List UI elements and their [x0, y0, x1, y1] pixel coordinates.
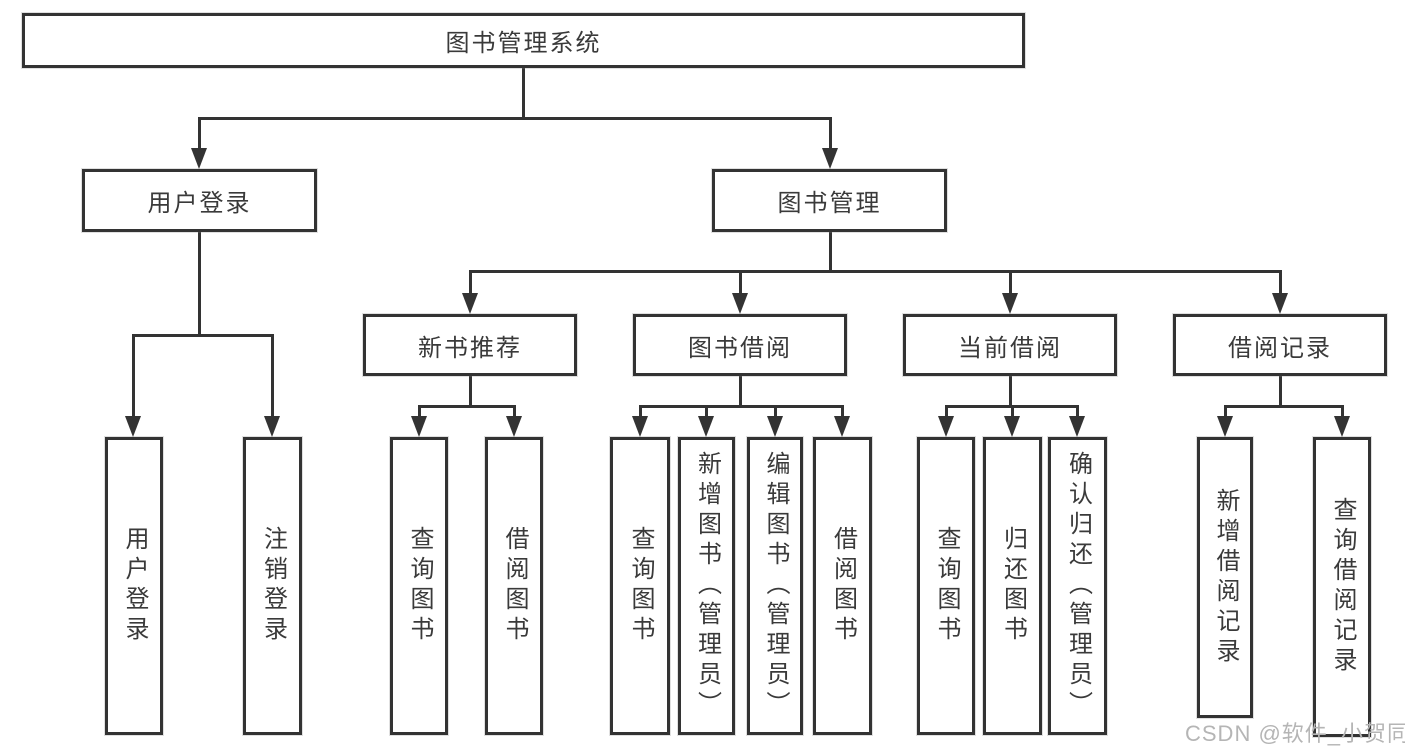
- connector-line: [773, 406, 777, 419]
- connector-line: [1278, 271, 1282, 296]
- connector-line: [704, 406, 708, 419]
- tree-node-leaf-query-books-rec: 查询图书: [390, 437, 448, 735]
- connector-line: [417, 404, 516, 408]
- arrowhead-down-icon: [938, 416, 954, 437]
- connector-line: [1010, 406, 1014, 419]
- tree-node-leaf-borrow-books-borrow: 借阅图书: [813, 437, 872, 735]
- tree-node-user-login: 用户登录: [82, 169, 317, 232]
- connector-line: [1223, 406, 1227, 419]
- connector-line: [468, 269, 1282, 273]
- tree-node-leaf-return-books: 归还图书: [983, 437, 1042, 735]
- connector-line: [197, 116, 832, 120]
- tree-node-leaf-confirm-return-admin: 确认归还（管理员）: [1048, 437, 1107, 735]
- tree-node-leaf-query-books-current: 查询图书: [917, 437, 975, 735]
- connector-line: [131, 335, 135, 419]
- connector-line: [1278, 376, 1282, 407]
- connector-line: [944, 404, 1079, 408]
- connector-line: [270, 335, 274, 419]
- arrowhead-down-icon: [822, 148, 838, 169]
- connector-line: [738, 376, 742, 407]
- connector-line: [944, 406, 948, 419]
- arrowhead-down-icon: [1217, 416, 1233, 437]
- tree-node-leaf-query-borrow-record: 查询借阅记录: [1313, 437, 1371, 737]
- connector-line: [840, 406, 844, 419]
- arrowhead-down-icon: [264, 416, 280, 437]
- tree-node-leaf-add-borrow-record: 新增借阅记录: [1197, 437, 1253, 718]
- arrowhead-down-icon: [506, 416, 522, 437]
- tree-node-book-borrowing: 图书借阅: [633, 314, 847, 376]
- connector-line: [738, 271, 742, 296]
- connector-line: [131, 333, 274, 337]
- connector-line: [828, 118, 832, 151]
- arrowhead-down-icon: [834, 416, 850, 437]
- connector-line: [468, 376, 472, 407]
- tree-node-new-book-recommend: 新书推荐: [363, 314, 577, 376]
- connector-line: [828, 232, 832, 271]
- csdn-watermark: CSDN @软件_小贺同学: [1185, 721, 1405, 746]
- connector-line: [638, 406, 642, 419]
- arrowhead-down-icon: [1069, 416, 1085, 437]
- tree-node-leaf-query-books-borrow: 查询图书: [610, 437, 670, 735]
- arrowhead-down-icon: [1334, 416, 1350, 437]
- connector-line: [512, 406, 516, 419]
- tree-node-borrowing-records: 借阅记录: [1173, 314, 1387, 376]
- connector-line: [1075, 406, 1079, 419]
- connector-line: [197, 232, 201, 335]
- tree-node-leaf-user-login: 用户登录: [105, 437, 163, 735]
- tree-node-leaf-borrow-books-rec: 借阅图书: [485, 437, 543, 735]
- arrowhead-down-icon: [1002, 293, 1018, 314]
- arrowhead-down-icon: [191, 148, 207, 169]
- connector-line: [521, 68, 525, 118]
- connector-line: [468, 271, 472, 296]
- connector-line: [1223, 404, 1344, 408]
- arrowhead-down-icon: [1272, 293, 1288, 314]
- tree-node-book-management: 图书管理: [712, 169, 947, 232]
- connector-line: [197, 118, 201, 151]
- arrowhead-down-icon: [411, 416, 427, 437]
- connector-line: [1008, 271, 1012, 296]
- tree-node-leaf-add-books-admin: 新增图书（管理员）: [678, 437, 735, 735]
- arrowhead-down-icon: [698, 416, 714, 437]
- tree-node-leaf-edit-books-admin: 编辑图书（管理员）: [747, 437, 803, 735]
- tree-node-current-borrowing: 当前借阅: [903, 314, 1117, 376]
- tree-node-root: 图书管理系统: [22, 13, 1025, 68]
- tree-node-leaf-logout: 注销登录: [243, 437, 302, 735]
- connector-line: [1008, 376, 1012, 407]
- arrowhead-down-icon: [732, 293, 748, 314]
- arrowhead-down-icon: [462, 293, 478, 314]
- arrowhead-down-icon: [632, 416, 648, 437]
- connector-line: [417, 406, 421, 419]
- arrowhead-down-icon: [1004, 416, 1020, 437]
- connector-line: [638, 404, 844, 408]
- arrowhead-down-icon: [767, 416, 783, 437]
- arrowhead-down-icon: [125, 416, 141, 437]
- connector-line: [1340, 406, 1344, 419]
